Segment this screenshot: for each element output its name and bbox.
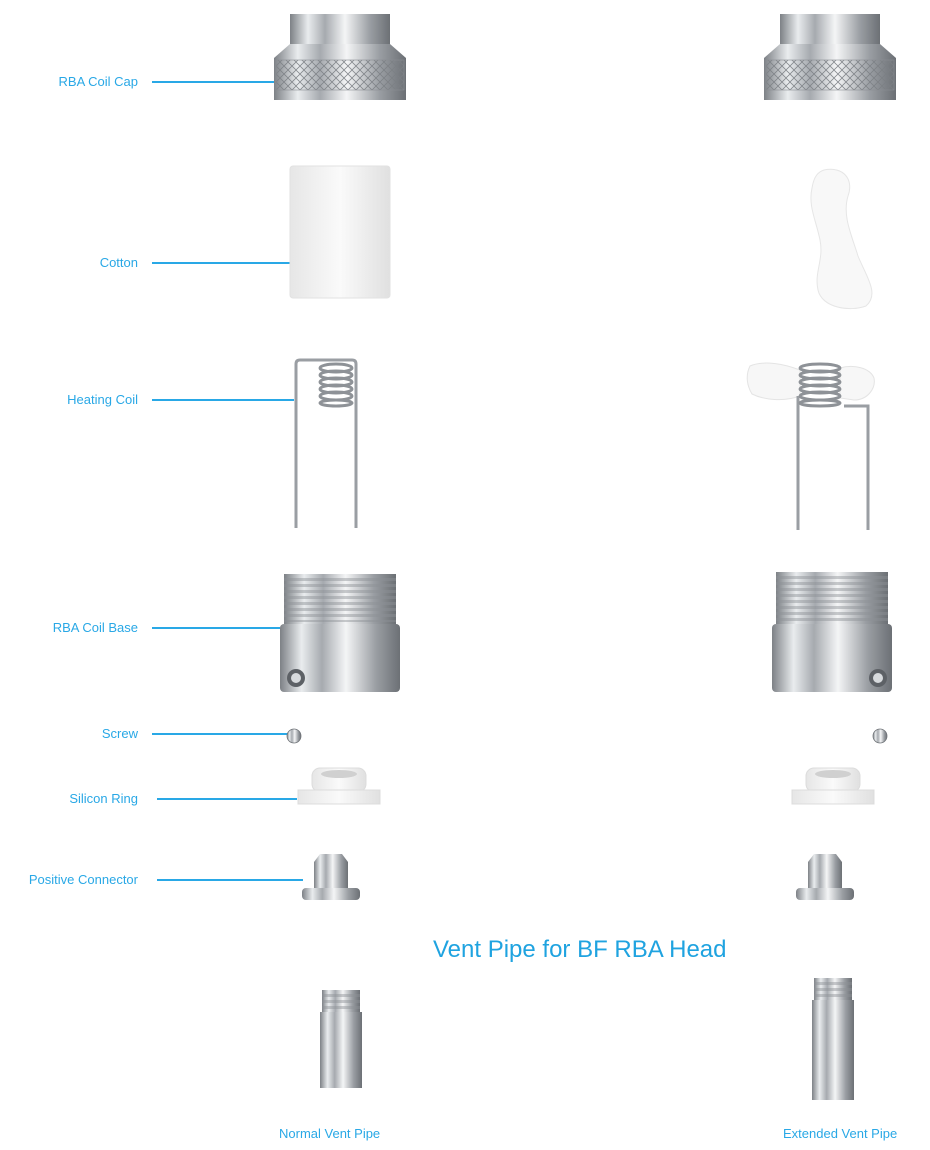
screw-image [286,728,302,744]
positive-connector-image-right [796,854,854,900]
heating-coil-image [294,358,358,528]
label-heating-coil: Heating Coil [67,392,138,407]
leader-line-positive-connector [157,879,303,881]
screw-image-right [872,728,888,744]
label-rba-coil-base: RBA Coil Base [52,620,138,635]
vent-pipe-section-title: Vent Pipe for BF RBA Head [433,936,727,963]
cotton-pad-image [289,165,391,299]
rba-coil-base-image [280,574,400,692]
label-silicon-ring: Silicon Ring [69,791,138,806]
leader-line-silicon-ring [157,798,297,800]
leader-line-screw [152,733,288,735]
rba-coil-cap-image-right [764,14,896,100]
leader-line-heating-coil [152,399,294,401]
heating-coil-with-cotton-image [746,362,875,530]
label-rba-coil-cap: RBA Coil Cap [58,74,138,89]
label-cotton: Cotton [99,255,138,270]
normal-vent-pipe-image [320,990,362,1088]
normal-vent-pipe-caption: Normal Vent Pipe [279,1126,381,1141]
label-screw: Screw [101,726,138,741]
cotton-roll-image [810,168,873,310]
silicon-ring-image [297,767,381,805]
leader-line-cotton [152,262,290,264]
rba-coil-base-image-right [772,572,892,692]
rba-coil-cap-image [274,14,406,100]
silicon-ring-image-right [791,767,875,805]
leader-line-coil-base [152,627,280,629]
label-positive-connector: Positive Connector [28,872,138,887]
positive-connector-image [302,854,360,900]
extended-vent-pipe-image [812,978,854,1100]
leader-line-coil-cap [152,81,274,83]
extended-vent-pipe-caption: Extended Vent Pipe [783,1126,898,1141]
